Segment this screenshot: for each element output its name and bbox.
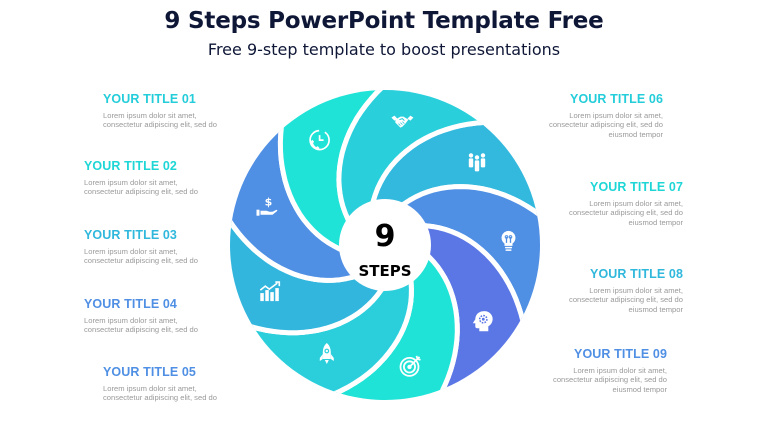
- step-title: YOUR TITLE 01: [103, 92, 196, 106]
- step-title: YOUR TITLE 04: [84, 297, 177, 311]
- page-title: 9 Steps PowerPoint Template Free: [164, 8, 604, 34]
- step-description: Lorem ipsum dolor sit amet, consectetur …: [103, 111, 217, 130]
- center-hub: [339, 199, 431, 291]
- step-item-06: YOUR TITLE 06 Lorem ipsum dolor sit amet…: [503, 92, 663, 139]
- step-item-05: YOUR TITLE 05 Lorem ipsum dolor sit amet…: [103, 365, 263, 403]
- step-title: YOUR TITLE 08: [590, 267, 683, 281]
- step-title: YOUR TITLE 07: [590, 180, 683, 194]
- step-item-08: YOUR TITLE 08 Lorem ipsum dolor sit amet…: [523, 267, 683, 314]
- step-item-04: YOUR TITLE 04 Lorem ipsum dolor sit amet…: [84, 297, 244, 335]
- center-label: STEPS: [358, 262, 411, 280]
- step-item-01: YOUR TITLE 01 Lorem ipsum dolor sit amet…: [103, 92, 263, 130]
- step-description: Lorem ipsum dolor sit amet, consectetur …: [84, 178, 198, 197]
- step-description: Lorem ipsum dolor sit amet, consectetur …: [84, 316, 198, 335]
- step-title: YOUR TITLE 05: [103, 365, 196, 379]
- step-title: YOUR TITLE 09: [574, 347, 667, 361]
- step-item-03: YOUR TITLE 03 Lorem ipsum dolor sit amet…: [84, 228, 244, 266]
- step-description: Lorem ipsum dolor sit amet, consectetur …: [569, 199, 683, 227]
- page-subtitle: Free 9-step template to boost presentati…: [207, 40, 561, 59]
- step-description: Lorem ipsum dolor sit amet, consectetur …: [569, 286, 683, 314]
- step-title: YOUR TITLE 02: [84, 159, 177, 173]
- step-description: Lorem ipsum dolor sit amet, consectetur …: [103, 384, 217, 403]
- step-description: Lorem ipsum dolor sit amet, consectetur …: [84, 247, 198, 266]
- step-description: Lorem ipsum dolor sit amet, consectetur …: [549, 111, 663, 139]
- step-title: YOUR TITLE 03: [84, 228, 177, 242]
- step-item-02: YOUR TITLE 02 Lorem ipsum dolor sit amet…: [84, 159, 244, 197]
- center-number: 9: [375, 219, 396, 254]
- step-item-09: YOUR TITLE 09 Lorem ipsum dolor sit amet…: [507, 347, 667, 394]
- step-item-07: YOUR TITLE 07 Lorem ipsum dolor sit amet…: [523, 180, 683, 227]
- step-description: Lorem ipsum dolor sit amet, consectetur …: [553, 366, 667, 394]
- step-title: YOUR TITLE 06: [570, 92, 663, 106]
